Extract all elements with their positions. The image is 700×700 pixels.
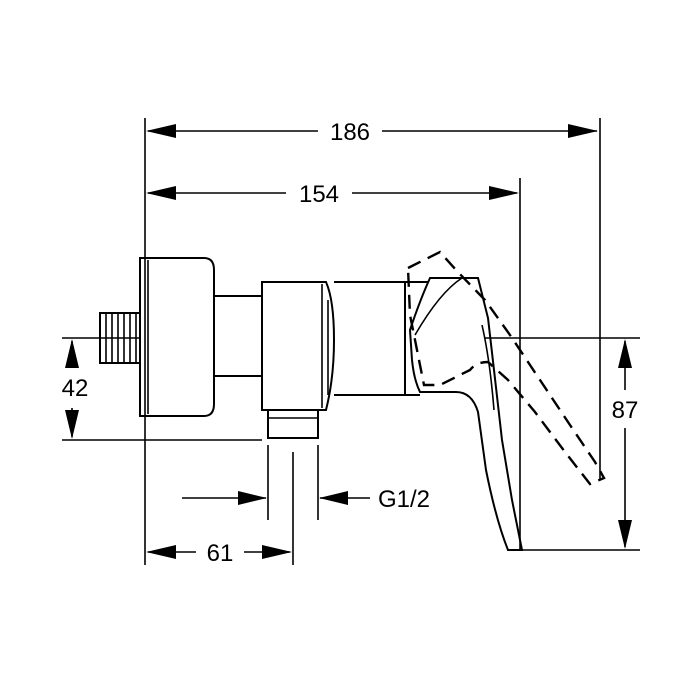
- arrowhead-up: [618, 339, 632, 368]
- arrowhead-right: [262, 545, 292, 559]
- dimension-label-g12: G1/2: [378, 486, 430, 513]
- dimension-label-61: 61: [207, 540, 234, 567]
- dimension-label-154: 154: [299, 181, 339, 208]
- threaded-inlet: [99, 312, 141, 364]
- extension-lines: [62, 118, 640, 565]
- dimension-total-height: 87: [612, 339, 639, 549]
- wall-rosette: [139, 257, 215, 417]
- arrowhead-left: [146, 186, 176, 200]
- arrowhead-left: [319, 491, 348, 505]
- dimension-label-42: 42: [62, 375, 89, 402]
- arrowhead-left: [146, 124, 176, 138]
- arrowhead-right: [489, 186, 519, 200]
- mixer-body: [99, 257, 428, 439]
- dimension-outlet-offset: 61: [146, 540, 292, 567]
- valve-block: [261, 281, 336, 411]
- lever-handle-open-position: [406, 250, 606, 486]
- outlet-nipple: [267, 409, 319, 439]
- arrowhead-up: [65, 339, 79, 368]
- arrowhead-down: [618, 520, 632, 549]
- dimension-label-87: 87: [612, 397, 639, 424]
- dimension-label-186: 186: [330, 119, 370, 146]
- dimension-overall-length: 186: [146, 119, 598, 146]
- arrowhead-right: [238, 491, 267, 505]
- cartridge-housing: [334, 281, 406, 396]
- arrowhead-right: [568, 124, 598, 138]
- dimension-inlet-height: 42: [62, 339, 89, 439]
- arrowhead-left: [146, 545, 176, 559]
- arrowhead-down: [65, 410, 79, 439]
- dimension-outlet-thread: G1/2: [182, 486, 430, 513]
- dimension-body-length: 154: [146, 181, 519, 208]
